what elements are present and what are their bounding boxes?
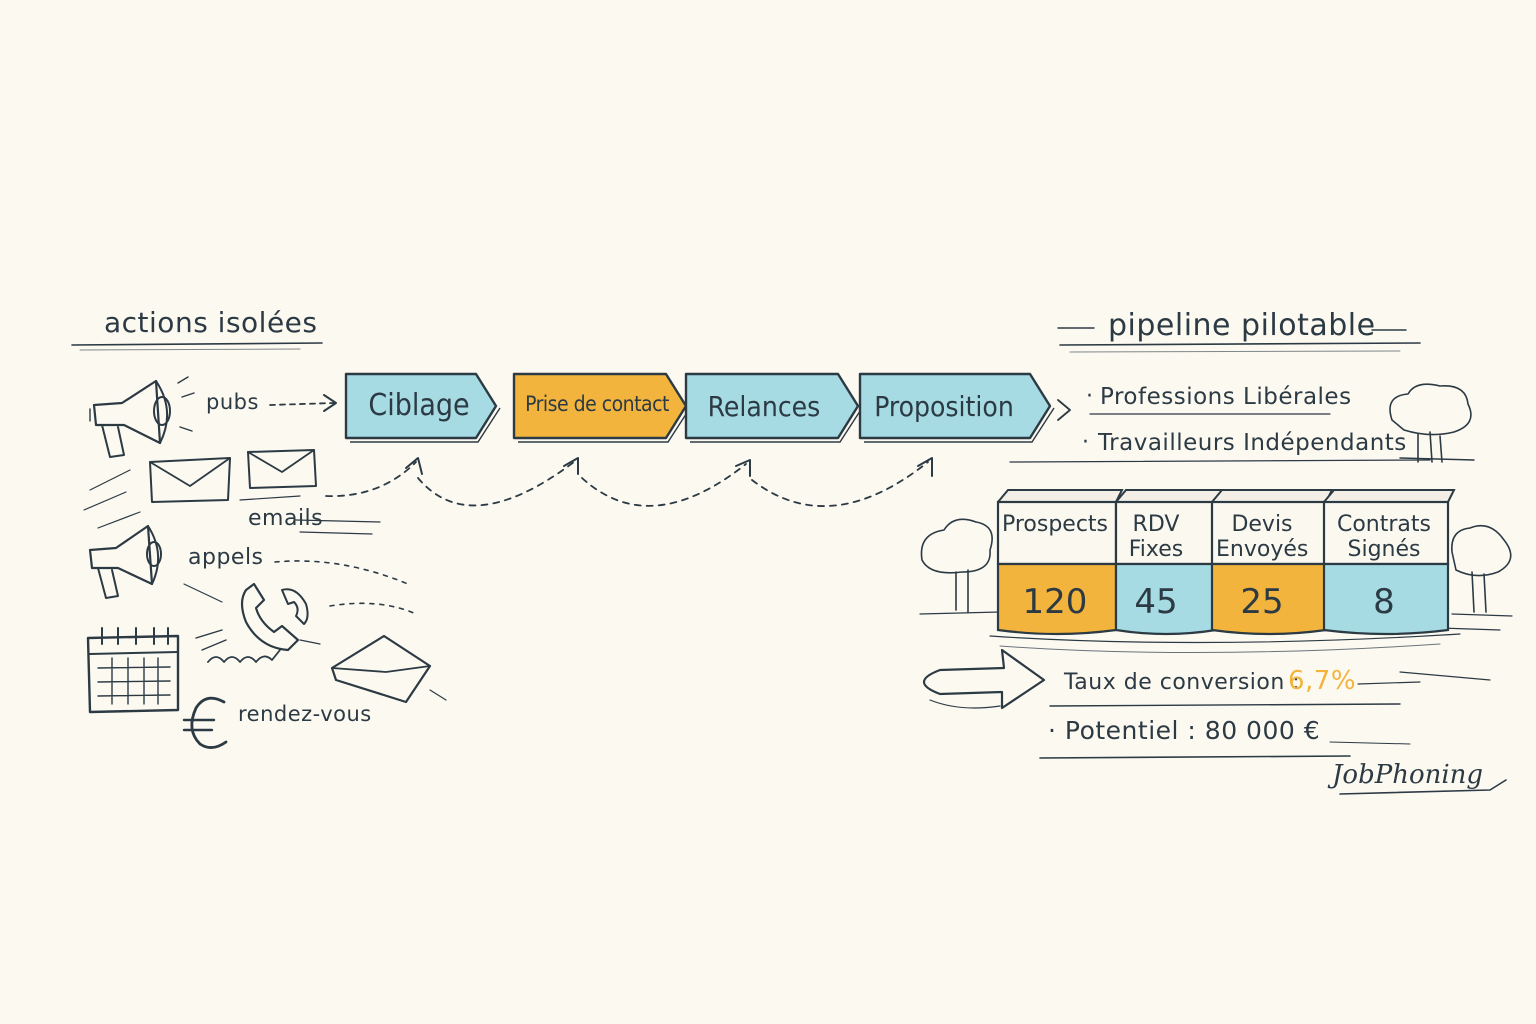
envelope-icon: [83, 449, 381, 535]
megaphone-icon: [89, 376, 195, 458]
proposition-arrow: [1057, 399, 1071, 421]
stage-relances-arrow: [684, 372, 860, 440]
metric-rdv-header: [1114, 500, 1218, 566]
stage-proposition-label: Proposition: [874, 390, 1014, 423]
megaphone-icon-2: [88, 524, 162, 599]
brand-logo: JobPhoning: [1332, 760, 1484, 790]
stage-proposition-shadow: [864, 407, 1055, 443]
stage-ciblage-arrow: [344, 372, 498, 440]
conversion-arrow: [922, 648, 1046, 710]
stage-prise-de-contact-shadow: [518, 407, 691, 443]
euro-icon: [182, 696, 228, 749]
metric-prospects-lid: [997, 489, 1124, 503]
phone-icon: [195, 582, 309, 663]
loop-arrows: [325, 457, 933, 507]
stage-relances-label: Relances: [707, 390, 821, 423]
brand-underline: [1339, 779, 1507, 795]
metric-rdv-label: RDV Fixes: [1128, 512, 1184, 562]
right-title-underline: [1009, 327, 1431, 463]
calendar-icon: [86, 627, 180, 714]
metrics-ground: [989, 633, 1461, 654]
tree-icon-3: [1439, 524, 1513, 631]
metric-contrats-lid: [1323, 489, 1456, 503]
segment-2: Travailleurs Indépendants: [1098, 430, 1407, 456]
label-rdv: rendez-vous: [238, 702, 372, 726]
stage-relances-shadow: [690, 407, 863, 443]
left-title-underline: [71, 342, 323, 351]
envelope-icon-3: [299, 634, 447, 704]
metrics-group: [996, 489, 1456, 636]
conversion-underlines: [1039, 671, 1491, 759]
metric-contrats-body: [1322, 562, 1450, 636]
metric-prospects-label: Prospects: [1001, 512, 1109, 537]
tree-icon-2: [919, 518, 1001, 615]
stage-ciblage-label: Ciblage: [368, 388, 470, 423]
stage-prise-de-contact-arrow: [512, 372, 688, 440]
pubs-arrow: [269, 394, 337, 412]
metric-devis-value: 25: [1240, 582, 1284, 622]
conversion-value: 6,7%: [1288, 666, 1357, 696]
left-title: actions isolées: [104, 306, 318, 339]
stage-ciblage-shadow: [350, 407, 501, 443]
segment-bullet-2: ·: [1082, 430, 1089, 455]
potential: · Potentiel : 80 000 €: [1048, 716, 1321, 745]
stage-proposition-arrow: [858, 372, 1052, 440]
metric-prospects-value: 120: [1022, 582, 1088, 622]
metric-contrats-label: Contrats Signés: [1336, 512, 1431, 562]
metric-rdv-lid: [1115, 489, 1224, 503]
segment-bullet-1: ·: [1086, 384, 1093, 409]
metric-devis-lid: [1211, 489, 1334, 503]
label-appels: appels: [188, 545, 264, 570]
metric-devis-label: Devis Envoyés: [1216, 512, 1309, 562]
tree-icon: [1389, 383, 1475, 463]
metric-contrats-header: [1322, 500, 1450, 566]
conversion-label: Taux de conversion :: [1064, 670, 1301, 695]
metric-contrats-value: 8: [1373, 582, 1395, 622]
label-emails: emails: [248, 506, 324, 531]
right-title: pipeline pilotable: [1108, 308, 1376, 343]
stages-group: [344, 372, 1055, 443]
stage-prise-de-contact-label: Prise de contact: [525, 392, 669, 416]
appels-arrows: [183, 560, 417, 615]
metric-prospects-header: [996, 500, 1118, 566]
segment-1: Professions Libérales: [1100, 384, 1352, 410]
label-pubs: pubs: [206, 390, 259, 414]
metric-rdv-value: 45: [1134, 582, 1178, 622]
